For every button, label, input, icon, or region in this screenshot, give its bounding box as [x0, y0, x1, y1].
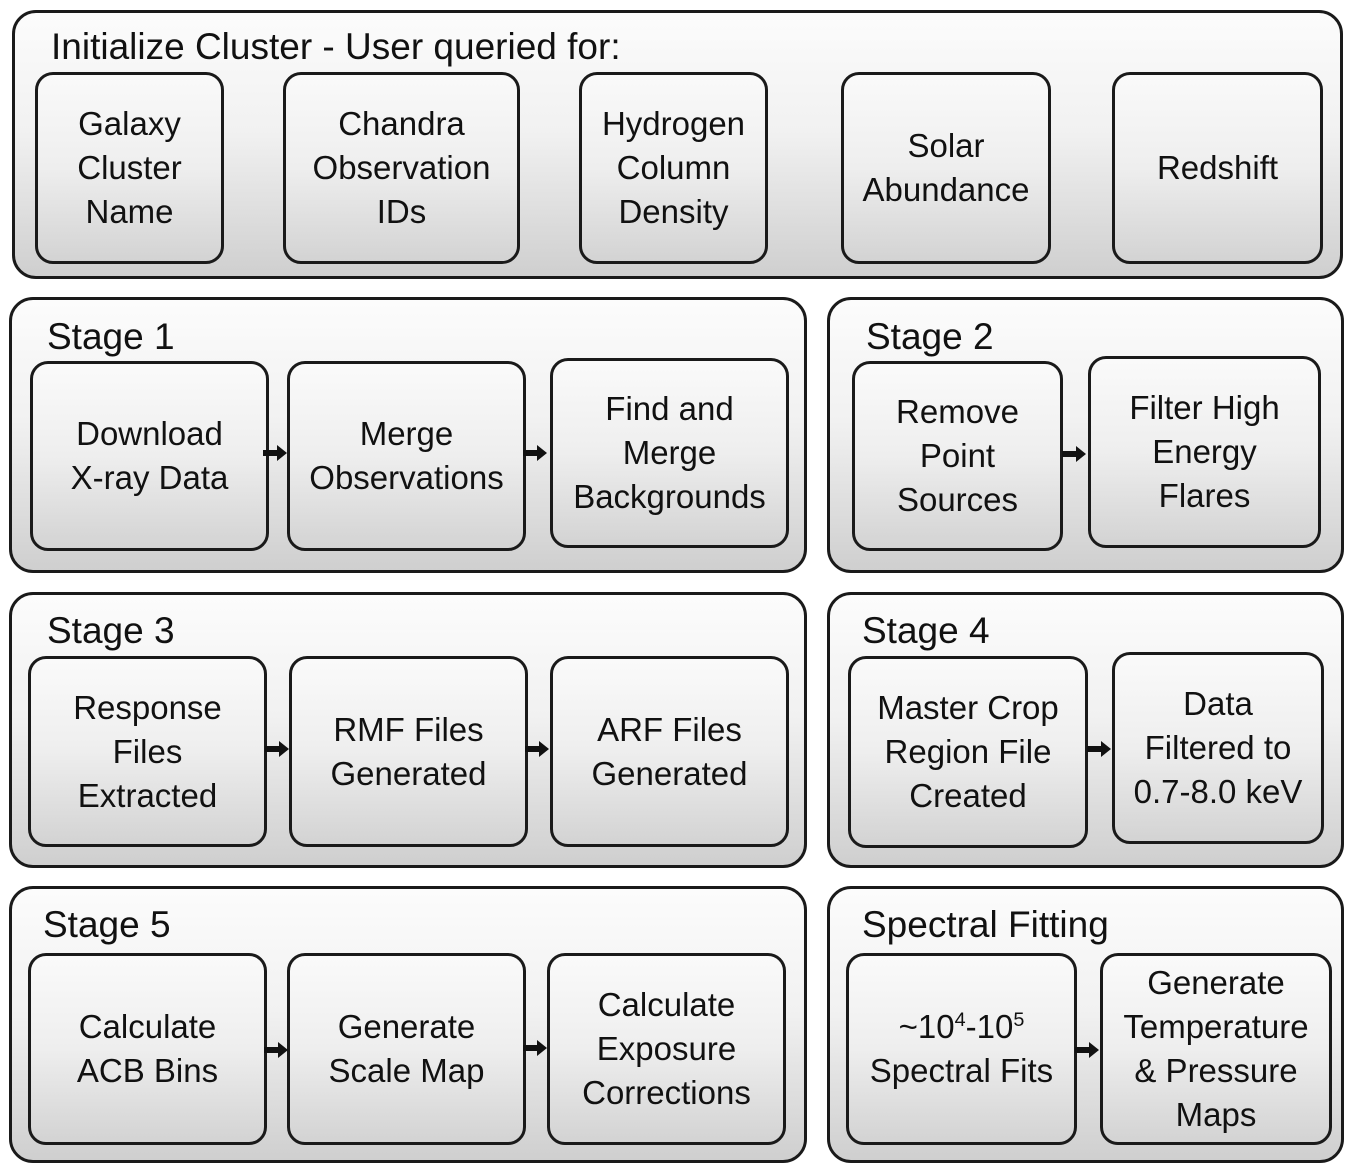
initialize-cluster-title: Initialize Cluster - User queried for: — [51, 26, 621, 67]
arrow-stage4-icon — [1087, 741, 1111, 757]
chandra-observation-ids-label: Chandra Observation IDs — [312, 105, 491, 230]
generate-maps-box: Generate Temperature & Pressure Maps — [1100, 953, 1332, 1145]
generate-maps-label: Generate Temperature & Pressure Maps — [1123, 964, 1309, 1133]
arrow-stage3-2-icon — [525, 741, 549, 757]
arrow-stage5-2-icon — [523, 1040, 547, 1056]
master-crop-region-box: Master Crop Region File Created — [848, 656, 1088, 848]
stage-4-panel: Stage 4 Master Crop Region File Created … — [827, 592, 1344, 868]
stage-2-panel: Stage 2 Remove Point Sources Filter High… — [827, 297, 1344, 573]
arrow-spectral-icon — [1075, 1042, 1099, 1058]
fits-prefix: ~10 — [898, 1008, 955, 1045]
remove-point-sources-label: Remove Point Sources — [896, 393, 1019, 518]
stage-4-title: Stage 4 — [862, 610, 990, 651]
calculate-acb-bins-box: Calculate ACB Bins — [28, 953, 267, 1145]
download-xray-data-box: Download X-ray Data — [30, 361, 269, 551]
find-merge-backgrounds-box: Find and Merge Backgrounds — [550, 358, 789, 548]
calculate-exposure-corrections-label: Calculate Exposure Corrections — [582, 986, 751, 1111]
redshift-box: Redshift — [1112, 72, 1323, 264]
chandra-observation-ids-box: Chandra Observation IDs — [283, 72, 520, 264]
response-files-extracted-label: Response Files Extracted — [73, 688, 222, 814]
fits-suffix: Spectral Fits — [869, 1052, 1054, 1089]
remove-point-sources-box: Remove Point Sources — [852, 361, 1063, 551]
merge-observations-label: Merge Observations — [309, 415, 504, 496]
arrow-stage1-1-icon — [263, 445, 287, 461]
arf-files-generated-label: ARF Files Generated — [591, 710, 748, 792]
stage-1-title: Stage 1 — [47, 316, 175, 357]
fits-mid: -10 — [965, 1008, 1014, 1045]
download-xray-data-label: Download X-ray Data — [70, 415, 229, 496]
stage-3-title: Stage 3 — [47, 610, 175, 651]
find-merge-backgrounds-label: Find and Merge Backgrounds — [573, 390, 766, 515]
initialize-cluster-panel: Initialize Cluster - User queried for: G… — [12, 10, 1343, 279]
stage-5-title: Stage 5 — [43, 904, 171, 945]
rmf-files-generated-label: RMF Files Generated — [330, 710, 487, 792]
arrow-stage1-2-icon — [523, 445, 547, 461]
generate-scale-map-box: Generate Scale Map — [287, 953, 526, 1145]
response-files-extracted-box: Response Files Extracted — [28, 656, 267, 847]
arrow-stage5-1-icon — [264, 1042, 288, 1058]
generate-scale-map-label: Generate Scale Map — [328, 1008, 485, 1089]
arrow-stage3-1-icon — [265, 741, 289, 757]
filter-high-energy-flares-box: Filter High Energy Flares — [1088, 356, 1321, 548]
galaxy-cluster-name-label: Galaxy Cluster Name — [77, 105, 182, 230]
stage-3-panel: Stage 3 Response Files Extracted RMF Fil… — [9, 592, 807, 868]
galaxy-cluster-name-box: Galaxy Cluster Name — [35, 72, 224, 264]
fits-exponent-1: 4 — [954, 1009, 966, 1032]
arrow-stage2-icon — [1062, 446, 1086, 462]
stage-1-panel: Stage 1 Download X-ray Data Merge Observ… — [9, 297, 807, 573]
fits-exponent-2: 5 — [1013, 1009, 1025, 1032]
stage-5-panel: Stage 5 Calculate ACB Bins Generate Scal… — [9, 886, 807, 1163]
spectral-fitting-title: Spectral Fitting — [862, 904, 1109, 945]
filter-high-energy-flares-label: Filter High Energy Flares — [1129, 389, 1280, 514]
redshift-label: Redshift — [1156, 149, 1279, 186]
merge-observations-box: Merge Observations — [287, 361, 526, 551]
stage-2-title: Stage 2 — [866, 316, 994, 357]
data-filtered-energy-label: Data Filtered to 0.7-8.0 keV — [1133, 685, 1303, 810]
arf-files-generated-box: ARF Files Generated — [550, 656, 789, 847]
calculate-acb-bins-label: Calculate ACB Bins — [76, 1008, 219, 1089]
rmf-files-generated-box: RMF Files Generated — [289, 656, 528, 847]
master-crop-region-label: Master Crop Region File Created — [877, 689, 1059, 814]
hydrogen-column-density-label: Hydrogen Column Density — [601, 105, 746, 230]
data-filtered-energy-box: Data Filtered to 0.7-8.0 keV — [1112, 652, 1324, 844]
hydrogen-column-density-box: Hydrogen Column Density — [579, 72, 768, 264]
calculate-exposure-corrections-box: Calculate Exposure Corrections — [547, 953, 786, 1145]
solar-abundance-label: Solar Abundance — [862, 127, 1030, 208]
solar-abundance-box: Solar Abundance — [841, 72, 1051, 264]
